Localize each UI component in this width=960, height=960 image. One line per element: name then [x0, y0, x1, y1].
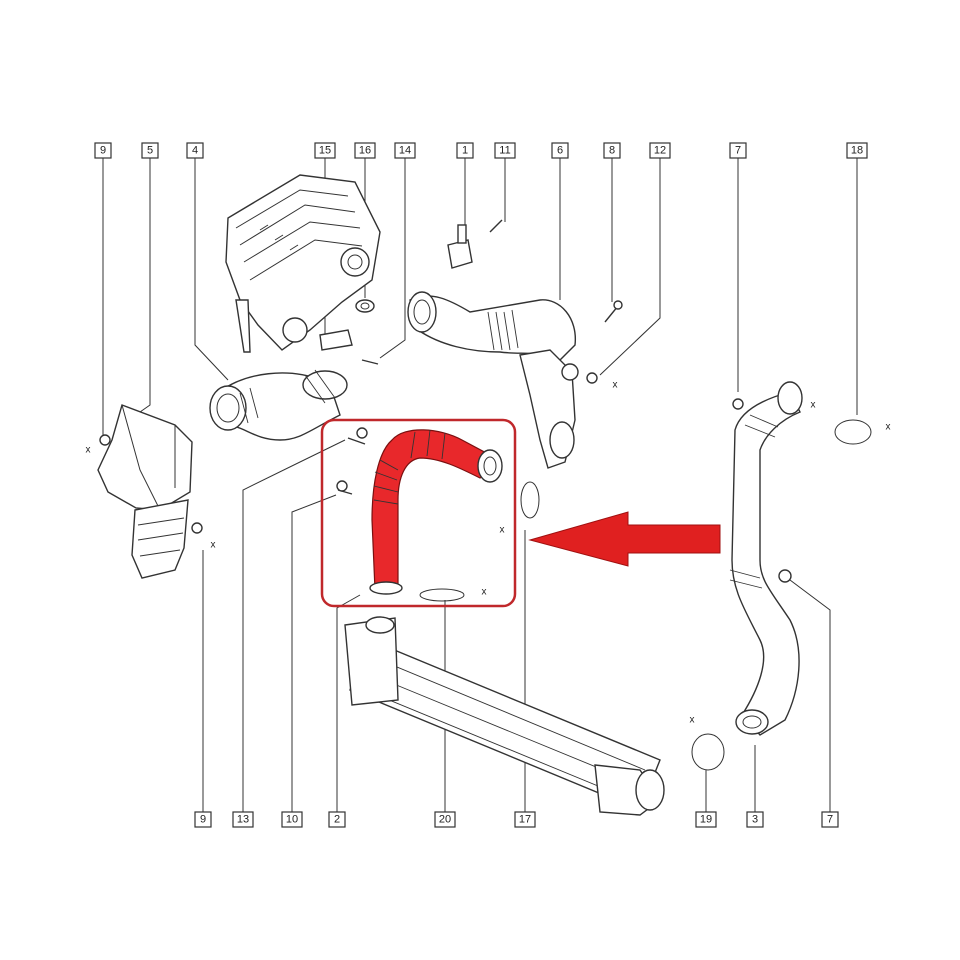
callout-label: 20 — [439, 814, 451, 826]
pointer-arrow — [528, 511, 721, 567]
x-mark: x — [886, 422, 891, 433]
callout-label: 7 — [735, 145, 741, 157]
callout-label: 11 — [499, 145, 510, 157]
air-intake-duct — [97, 404, 203, 579]
callout-label: 1 — [462, 145, 468, 157]
callout-label: 10 — [286, 814, 298, 826]
x-mark: x — [690, 715, 695, 726]
callouts-top: 9 5 4 15 16 14 1 11 6 8 12 7 18 — [94, 142, 868, 159]
x-mark: x — [613, 380, 618, 391]
sensor-1 — [447, 219, 503, 269]
callout-label: 9 — [200, 814, 206, 826]
hose-6 — [407, 291, 579, 469]
callout-label: 3 — [752, 814, 758, 826]
callout-label: 8 — [609, 145, 615, 157]
turbo-assembly — [225, 174, 381, 365]
x-mark: x — [211, 540, 216, 551]
x-mark: x — [500, 525, 505, 536]
callout-label: 4 — [192, 145, 198, 157]
callout-label: 14 — [399, 145, 411, 157]
callout-label: 18 — [851, 145, 863, 157]
callout-label: 17 — [519, 814, 531, 826]
callout-label: 19 — [700, 814, 712, 826]
callout-label: 15 — [319, 145, 331, 157]
highlighted-hose-group — [320, 418, 517, 608]
x-mark: x — [482, 587, 487, 598]
callout-label: 9 — [100, 145, 106, 157]
callout-label: 16 — [359, 145, 371, 157]
intercooler — [344, 616, 665, 816]
x-mark: x — [811, 400, 816, 411]
x-mark: x — [86, 445, 91, 456]
fasteners-right — [586, 300, 623, 384]
callout-label: 2 — [334, 814, 340, 826]
callout-label: 5 — [147, 145, 153, 157]
callout-label: 12 — [654, 145, 666, 157]
callout-label: 7 — [827, 814, 833, 826]
seal-17 — [520, 481, 540, 519]
x-marks: x x x x x x x x — [86, 380, 891, 726]
callout-label: 13 — [237, 814, 249, 826]
hose-3 — [691, 381, 872, 771]
callout-label: 6 — [557, 145, 563, 157]
callouts-bottom: 9 13 10 2 20 17 19 3 7 — [194, 811, 839, 828]
hose-4 — [209, 369, 348, 441]
